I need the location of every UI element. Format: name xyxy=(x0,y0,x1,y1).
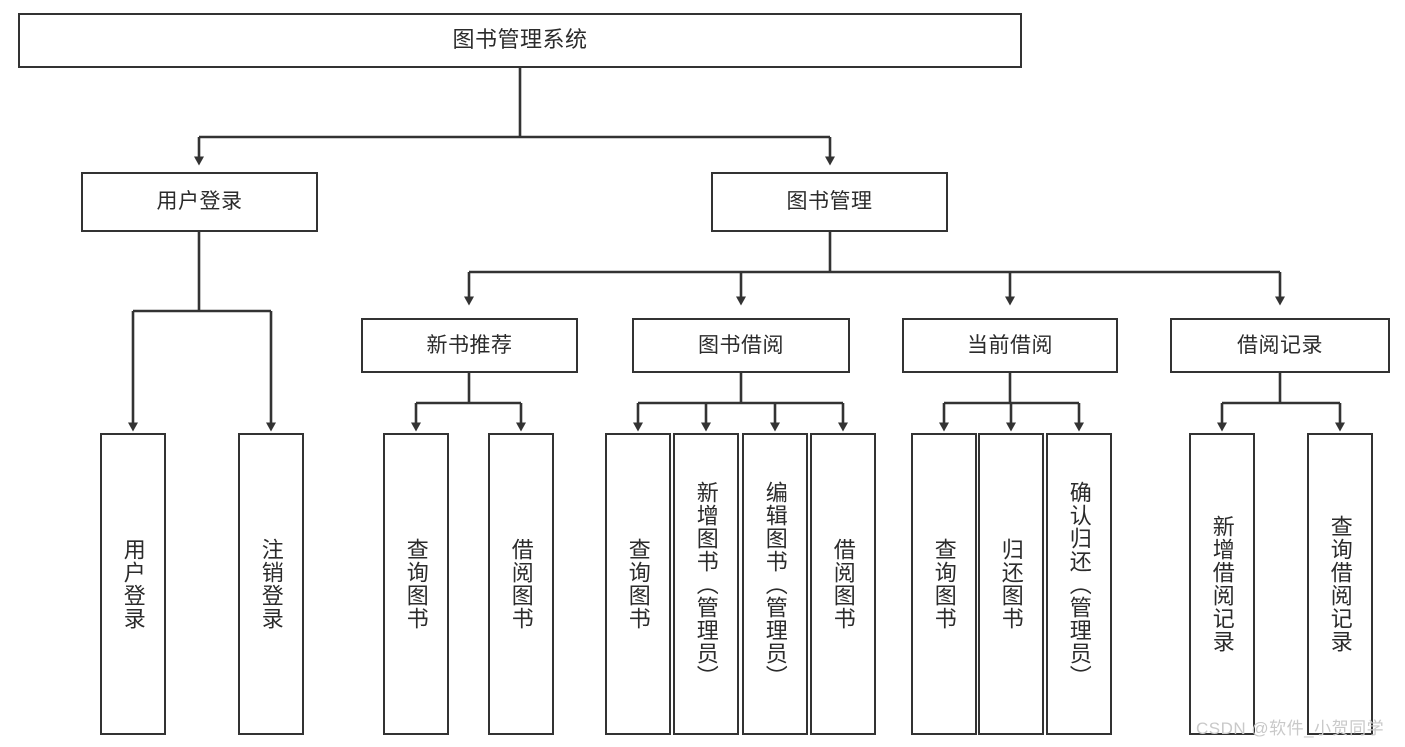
node-root-library-system[interactable]: 图书管理系统 xyxy=(18,13,1022,68)
node-label: 归还图书 xyxy=(998,538,1024,630)
node-label: 图书借阅 xyxy=(698,333,784,357)
node-current-borrow[interactable]: 当前借阅 xyxy=(902,318,1118,373)
node-label: 新增借阅记录 xyxy=(1209,515,1235,653)
leaf-book-borrow-query-books[interactable]: 查询图书 xyxy=(605,433,671,735)
node-book-management[interactable]: 图书管理 xyxy=(711,172,948,232)
leaf-new-book-borrow-books[interactable]: 借阅图书 xyxy=(488,433,554,735)
node-label: 用户登录 xyxy=(120,538,146,630)
node-new-book-recommend[interactable]: 新书推荐 xyxy=(361,318,578,373)
node-label: 当前借阅 xyxy=(967,333,1053,357)
node-label: 查询图书 xyxy=(931,538,957,630)
leaf-book-borrow-borrow-books[interactable]: 借阅图书 xyxy=(810,433,876,735)
node-label: 借阅图书 xyxy=(508,538,534,630)
node-label: 用户登录 xyxy=(156,190,243,214)
node-label: 借阅图书 xyxy=(830,538,856,630)
node-label: 注销登录 xyxy=(258,538,284,630)
node-label: 图书管理系统 xyxy=(452,27,588,53)
node-label: 新书推荐 xyxy=(426,333,513,357)
leaf-user-login-login[interactable]: 用户登录 xyxy=(100,433,166,735)
leaf-current-borrow-return-books[interactable]: 归还图书 xyxy=(978,433,1044,735)
node-label: 查询借阅记录 xyxy=(1327,515,1353,653)
node-book-borrow[interactable]: 图书借阅 xyxy=(632,318,850,373)
node-label: 查询图书 xyxy=(403,538,429,630)
csdn-watermark: CSDN @软件_小贺同学 xyxy=(1196,719,1385,738)
leaf-user-login-logout[interactable]: 注销登录 xyxy=(238,433,304,735)
node-label: 新增图书（管理员） xyxy=(693,480,719,688)
leaf-book-borrow-edit-book-admin[interactable]: 编辑图书（管理员） xyxy=(742,433,808,735)
node-label: 编辑图书（管理员） xyxy=(762,480,788,688)
node-label: 图书管理 xyxy=(786,190,873,214)
leaf-current-borrow-confirm-return-admin[interactable]: 确认归还（管理员） xyxy=(1046,433,1112,735)
leaf-current-borrow-query-books[interactable]: 查询图书 xyxy=(911,433,977,735)
leaf-borrow-record-query-record[interactable]: 查询借阅记录 xyxy=(1307,433,1373,735)
node-label: 查询图书 xyxy=(625,538,651,630)
leaf-new-book-query-books[interactable]: 查询图书 xyxy=(383,433,449,735)
leaf-borrow-record-add-record[interactable]: 新增借阅记录 xyxy=(1189,433,1255,735)
node-label: 确认归还（管理员） xyxy=(1066,480,1092,688)
leaf-book-borrow-add-book-admin[interactable]: 新增图书（管理员） xyxy=(673,433,739,735)
node-label: 借阅记录 xyxy=(1237,333,1323,357)
node-user-login[interactable]: 用户登录 xyxy=(81,172,318,232)
node-borrow-record[interactable]: 借阅记录 xyxy=(1170,318,1390,373)
